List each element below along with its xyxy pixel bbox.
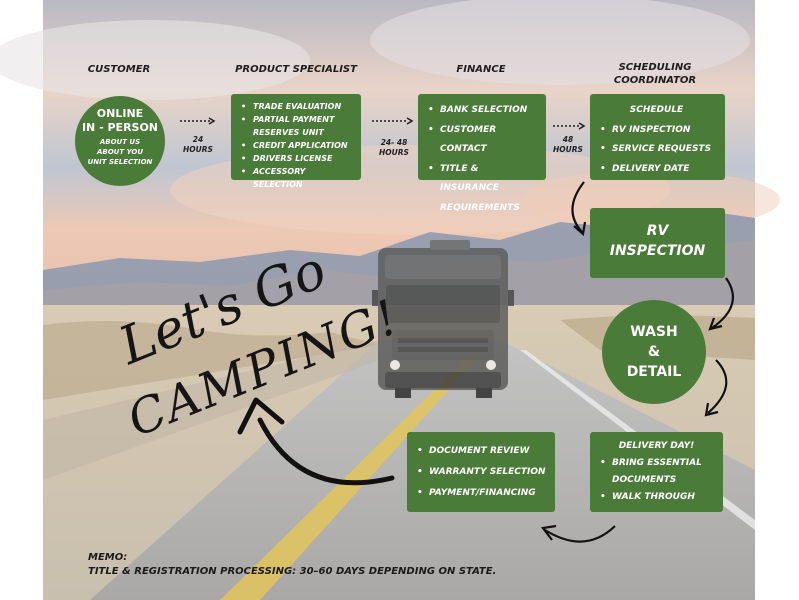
- memo-label: MEMO:: [88, 552, 128, 563]
- schedule-box: SCHEDULE RV INSPECTION SERVICE REQUESTS …: [590, 94, 725, 180]
- timing-24-48-hours: 24- 48 HOURS: [379, 138, 409, 157]
- list-item: PAYMENT/FINANCING: [417, 483, 549, 504]
- delivery-day-box: DELIVERY DAY! BRING ESSENTIAL DOCUMENTS …: [590, 432, 723, 512]
- list-item: WARRANTY SELECTION: [417, 462, 549, 483]
- rv-inspection-box: RV INSPECTION: [590, 208, 725, 278]
- header-product-specialist: PRODUCT SPECIALIST: [235, 64, 357, 75]
- list-item: PARTIAL PAYMENT: [241, 113, 355, 126]
- list-item: TITLE & INSURANCE: [428, 160, 540, 199]
- header-finance: FINANCE: [456, 64, 506, 75]
- lets-go-camping-text: Let's Go CAMPING!: [110, 240, 407, 448]
- memo-text: TITLE & REGISTRATION PROCESSING: 30–60 D…: [88, 566, 497, 577]
- customer-online-in-person-circle: ONLINE IN - PERSON ABOUT US ABOUT YOU UN…: [75, 96, 165, 186]
- list-item: RESERVES UNIT: [253, 128, 324, 137]
- wash-detail-circle: WASH & DETAIL: [602, 300, 706, 404]
- delivery-title: DELIVERY DAY!: [618, 441, 695, 451]
- list-item: DOCUMENT REVIEW: [417, 441, 549, 462]
- list-item: CUSTOMER CONTACT: [428, 121, 540, 160]
- timing-24-hours: 24 HOURS: [183, 135, 213, 154]
- list-item: WALK THROUGH: [600, 489, 717, 506]
- product-specialist-box: TRADE EVALUATION PARTIAL PAYMENT RESERVE…: [231, 94, 361, 189]
- timing-48-hours: 48 HOURS: [553, 135, 583, 154]
- schedule-title: SCHEDULE: [629, 105, 684, 115]
- list-item: DELIVERY DATE: [600, 160, 719, 180]
- finance-box: BANK SELECTION CUSTOMER CONTACT TITLE & …: [418, 94, 546, 213]
- list-item: RV INSPECTION: [600, 121, 719, 141]
- list-item: REQUIREMENTS: [440, 202, 520, 213]
- list-item: BANK SELECTION: [428, 101, 540, 121]
- document-review-box: DOCUMENT REVIEW WARRANTY SELECTION PAYME…: [407, 432, 555, 512]
- header-scheduling-coordinator: SCHEDULING COORDINATOR: [613, 62, 697, 86]
- list-item: TRADE EVALUATION: [241, 100, 355, 113]
- rv-vehicle: [372, 240, 514, 398]
- list-item: SERVICE REQUESTS: [600, 140, 719, 160]
- list-item: CREDIT APPLICATION: [241, 139, 355, 152]
- list-item: BRING ESSENTIAL: [600, 455, 717, 472]
- list-item: DOCUMENTS: [612, 475, 677, 485]
- header-customer: CUSTOMER: [87, 64, 151, 75]
- list-item: ACCESSORY SELECTION: [241, 165, 355, 191]
- list-item: DRIVERS LICENSE: [241, 152, 355, 165]
- memo: MEMO: TITLE & REGISTRATION PROCESSING: 3…: [88, 551, 648, 579]
